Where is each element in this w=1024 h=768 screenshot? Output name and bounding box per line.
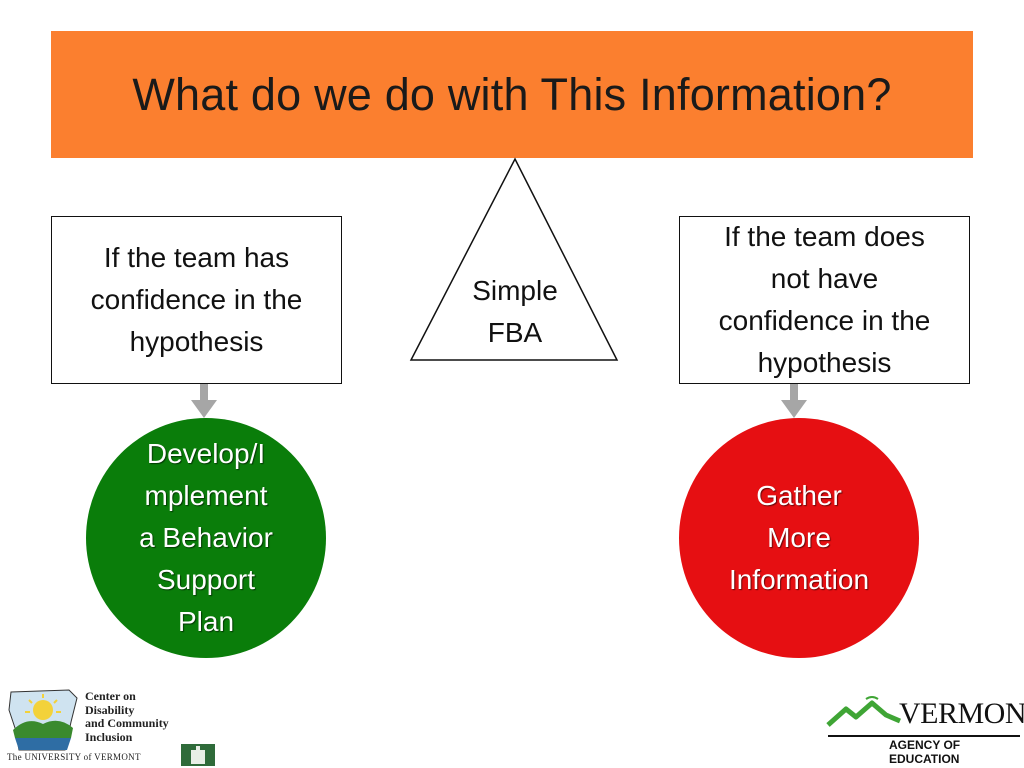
cdci-line1: Center on — [85, 689, 136, 703]
vermont-map-icon — [8, 689, 78, 751]
simple-fba-triangle — [409, 157, 619, 361]
cdci-line2: Disability — [85, 702, 135, 717]
develop-plan-circle: Develop/I mplement a Behavior Support Pl… — [86, 418, 326, 658]
develop-line4: Support — [156, 564, 256, 595]
no-confidence-line1: If the team does — [724, 221, 925, 252]
no-confidence-box: If the team does not have confidence in … — [679, 216, 970, 384]
arrow-down-icon — [191, 384, 217, 418]
uvm-building-icon — [181, 744, 215, 766]
mountain-icon — [826, 696, 901, 727]
simple-fba-line2: FBA — [487, 317, 543, 348]
gather-line2: More — [767, 522, 831, 553]
uvm-name: The UNIVERSITY of VERMONT — [7, 752, 141, 762]
cdci-line4: Inclusion — [85, 729, 133, 744]
develop-line3: a Behavior — [139, 522, 273, 553]
confidence-line1: If the team has — [103, 242, 290, 273]
arrow-down-icon — [781, 384, 807, 418]
confidence-line3: hypothesis — [129, 326, 264, 357]
no-confidence-line2: not have — [770, 263, 879, 294]
gather-info-circle: Gather More Information — [679, 418, 919, 658]
logo-divider — [828, 735, 1020, 737]
vermont-aoe-logo: VERMONT AGENCY OF EDUCATION — [826, 695, 1024, 766]
develop-line2: mplement — [144, 480, 268, 511]
title-banner: What do we do with This Information? — [51, 31, 973, 158]
develop-line1: Develop/I — [146, 438, 266, 469]
no-confidence-line3: confidence in the — [718, 305, 931, 336]
cdci-line3: and Community — [85, 716, 169, 730]
vermont-wordmark: VERMONT — [899, 697, 1024, 730]
simple-fba-label: Simple FBA — [440, 270, 590, 354]
no-confidence-line4: hypothesis — [757, 347, 892, 378]
confidence-box: If the team has confidence in the hypoth… — [51, 216, 342, 384]
gather-line1: Gather — [756, 480, 842, 511]
cdci-logo: Center on Disability and Community Inclu… — [5, 688, 215, 766]
confidence-line2: confidence in the — [90, 284, 303, 315]
develop-line5: Plan — [177, 606, 235, 637]
simple-fba-line1: Simple — [472, 275, 558, 306]
gather-line3: Information — [728, 564, 870, 595]
agency-name: AGENCY OF EDUCATION — [889, 738, 961, 766]
slide-title: What do we do with This Information? — [132, 68, 892, 120]
